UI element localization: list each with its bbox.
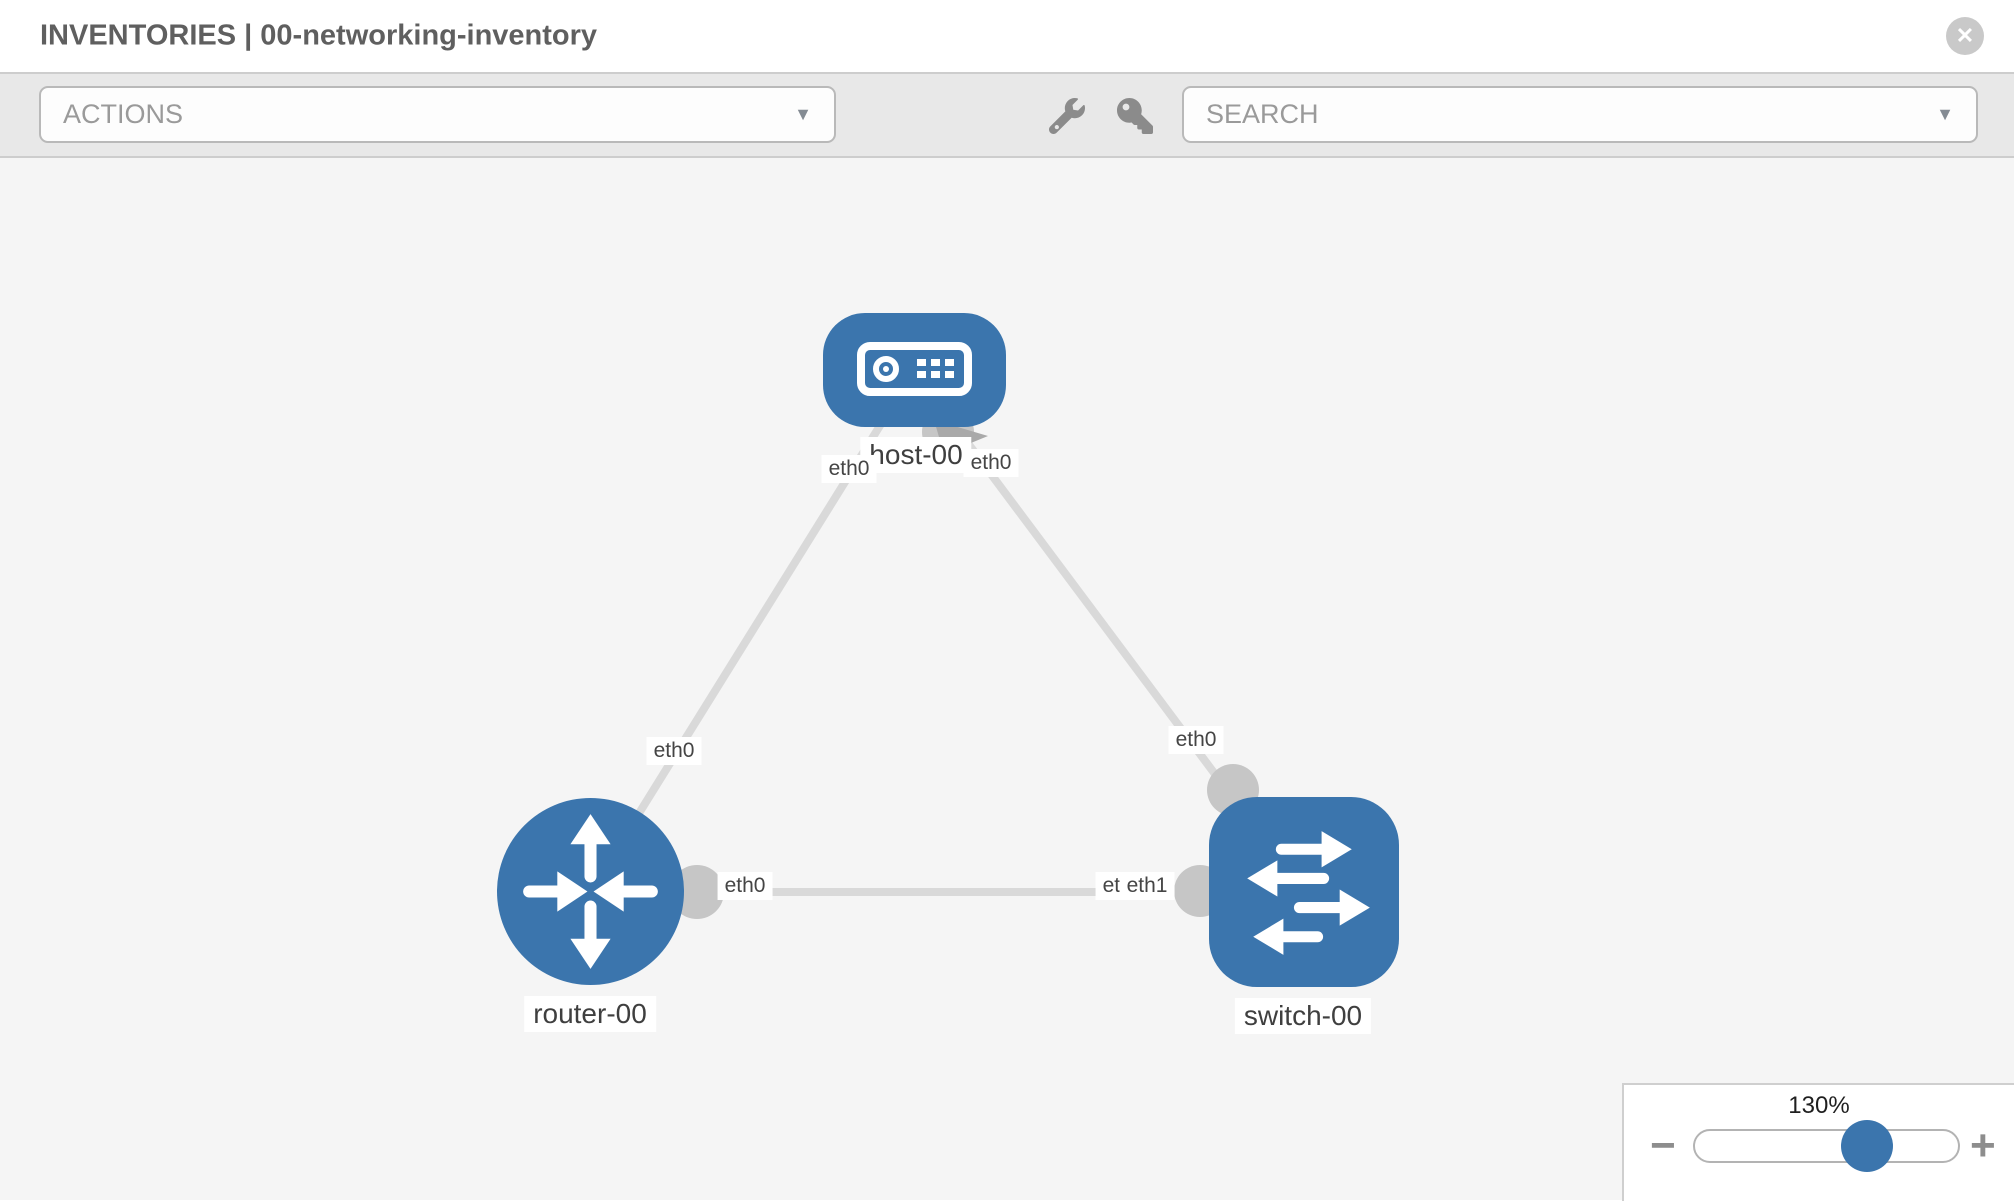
node-host-00[interactable] (823, 313, 1006, 427)
header: INVENTORIES | 00-networking-inventory ✕ (0, 0, 2014, 72)
router-icon (497, 798, 684, 985)
close-button[interactable]: ✕ (1946, 17, 1984, 55)
interface-label: eth0 (964, 449, 1019, 477)
topology-links-layer (0, 158, 2014, 1201)
node-label-router-00: router-00 (524, 996, 656, 1032)
zoom-percentage-label: 130% (1624, 1092, 2014, 1120)
key-icon[interactable] (1117, 98, 1153, 134)
chevron-down-icon: ▼ (1936, 104, 1954, 125)
node-switch-00[interactable] (1209, 797, 1399, 987)
toolbar: ACTIONS ▼ SEARCH ▼ (0, 72, 2014, 158)
zoom-slider-track[interactable] (1693, 1129, 1960, 1163)
zoom-in-button[interactable]: + (1970, 1124, 1996, 1168)
node-router-00[interactable] (497, 798, 684, 985)
host-icon (823, 313, 1006, 427)
actions-dropdown[interactable]: ACTIONS ▼ (39, 86, 836, 143)
switch-icon (1209, 797, 1399, 987)
interface-label: eth0 (822, 455, 877, 483)
search-dropdown[interactable]: SEARCH ▼ (1182, 86, 1978, 143)
actions-dropdown-label: ACTIONS (63, 99, 183, 130)
zoom-out-button[interactable]: − (1650, 1124, 1676, 1168)
wrench-icon[interactable] (1049, 98, 1085, 134)
page-title: INVENTORIES | 00-networking-inventory (40, 20, 597, 53)
interface-label: eth0 (718, 872, 773, 900)
node-label-host-00: host-00 (860, 437, 971, 473)
interface-label: eth1 (1120, 872, 1175, 900)
node-label-switch-00: switch-00 (1235, 998, 1371, 1034)
search-dropdown-label: SEARCH (1206, 99, 1319, 130)
close-icon: ✕ (1956, 25, 1974, 47)
interface-label: eth0 (647, 737, 702, 765)
topology-canvas[interactable]: host-00 eth0 eth0 eth0 eth0 eth0 eth1 et… (0, 158, 2014, 1200)
interface-label: eth0 (1169, 726, 1224, 754)
zoom-slider-thumb[interactable] (1841, 1120, 1893, 1172)
chevron-down-icon: ▼ (794, 104, 812, 125)
zoom-panel: 130% − + (1622, 1083, 2014, 1201)
